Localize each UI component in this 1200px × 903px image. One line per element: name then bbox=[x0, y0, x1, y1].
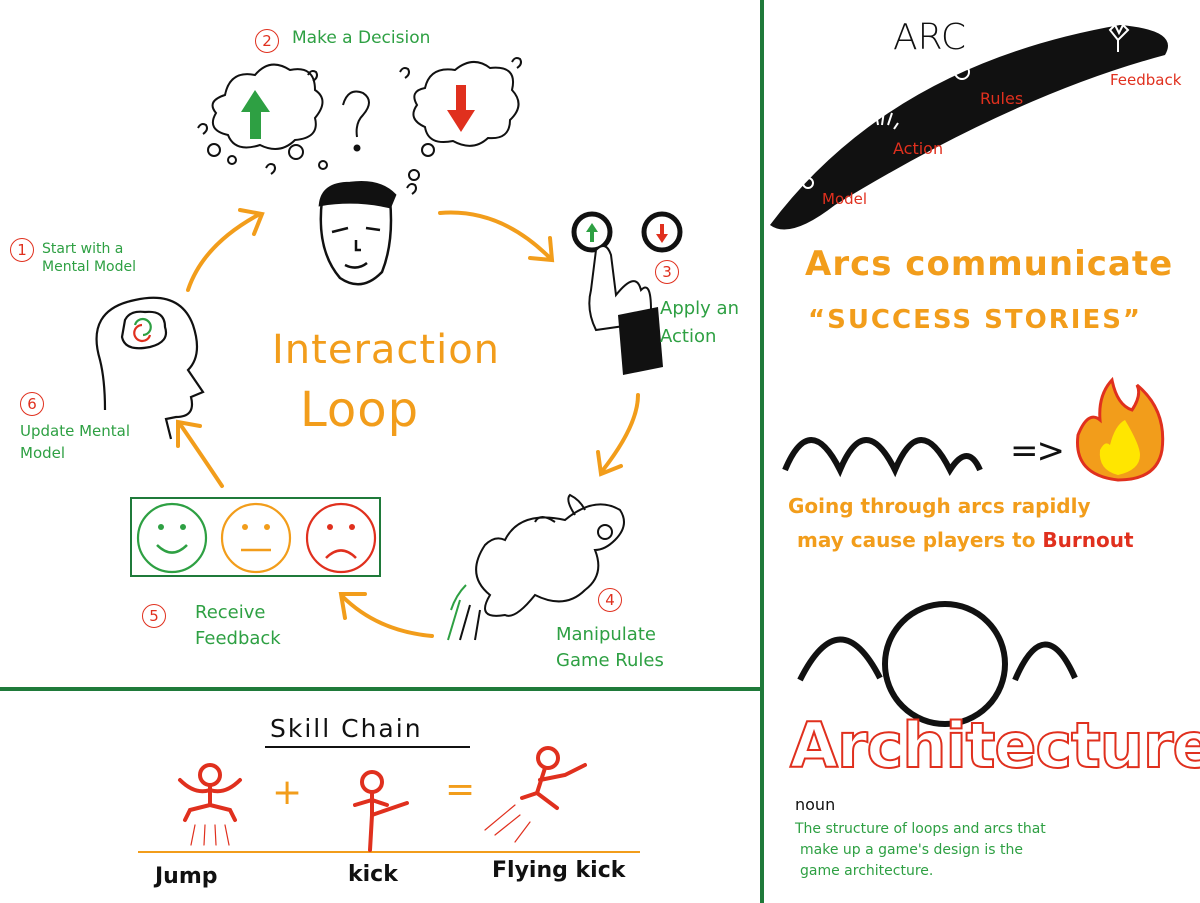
plus-sign: + bbox=[272, 772, 303, 813]
hand-icon bbox=[875, 110, 899, 130]
arc-stage-rules: Rules bbox=[980, 89, 1024, 108]
jump-figure bbox=[178, 763, 242, 846]
head-profile-icon bbox=[95, 296, 205, 440]
happy-face-icon bbox=[136, 502, 208, 574]
step-1-number: 1 bbox=[10, 238, 34, 262]
neutral-face-icon bbox=[220, 502, 292, 574]
arc-stage-feedback: Feedback bbox=[1110, 71, 1182, 89]
thought-bubble-up bbox=[207, 63, 328, 170]
step-6-label: Update Mental Model bbox=[20, 422, 131, 462]
arc-stage-model: Model bbox=[822, 190, 868, 208]
arc-message-line2: “SUCCESS STORIES” bbox=[808, 305, 1143, 335]
feedback-faces bbox=[130, 497, 381, 577]
burnout-text-prefix: may cause players to bbox=[797, 528, 1036, 552]
thinking-face bbox=[318, 181, 397, 286]
loop-arrows bbox=[176, 208, 640, 638]
sad-face-icon bbox=[305, 502, 377, 574]
arc-stage-action: Action bbox=[893, 139, 944, 158]
step-2-label: Make a Decision bbox=[292, 28, 431, 48]
step-6-number: 6 bbox=[20, 392, 44, 416]
loop-title-line1: Interaction bbox=[272, 327, 501, 373]
rapid-arcs bbox=[782, 437, 983, 478]
step-3-label: Apply an Action bbox=[660, 298, 739, 347]
burnout-text-line1: Going through arcs rapidly bbox=[788, 494, 1091, 518]
flying-kick-figure bbox=[484, 746, 587, 843]
arc-icons bbox=[802, 23, 1130, 189]
burnout-emphasis: Burnout bbox=[1042, 528, 1134, 552]
move-flying-kick: Flying kick bbox=[492, 858, 626, 883]
step-1-label: Start with a Mental Model bbox=[42, 241, 137, 275]
hand-pressing-button bbox=[571, 211, 683, 375]
move-jump: Jump bbox=[155, 864, 218, 889]
arc-shape bbox=[770, 25, 1168, 230]
architecture-definition-line1: The structure of loops and arcs that bbox=[795, 821, 1046, 837]
arc-title: ARC bbox=[893, 17, 966, 58]
kick-figure bbox=[353, 770, 409, 852]
down-arrow-icon bbox=[447, 85, 475, 132]
move-kick: kick bbox=[348, 862, 398, 887]
step-4-number: 4 bbox=[598, 588, 622, 612]
step-5-label: Receive Feedback bbox=[195, 602, 281, 649]
skill-chain-title: Skill Chain bbox=[270, 714, 423, 743]
lightbulb-icon bbox=[802, 177, 814, 189]
arc-message-line1: Arcs communicate bbox=[805, 244, 1174, 284]
architecture-arcs bbox=[797, 601, 1078, 727]
step-2-number: 2 bbox=[255, 29, 279, 53]
architecture-pos: noun bbox=[795, 795, 836, 814]
rabbit-illustration bbox=[447, 493, 625, 641]
equals-sign: = bbox=[445, 769, 476, 810]
gear-icon bbox=[954, 64, 970, 80]
thought-bubble-down bbox=[408, 61, 520, 181]
architecture-definition-line2: make up a game's design is the bbox=[800, 842, 1023, 858]
up-arrow-icon bbox=[241, 90, 270, 139]
question-marks bbox=[197, 57, 522, 195]
burnout-text-line2: may cause players to Burnout bbox=[797, 530, 1134, 550]
step-5-number: 5 bbox=[142, 604, 166, 628]
architecture-definition-line3: game architecture. bbox=[800, 863, 934, 879]
flower-icon bbox=[1108, 23, 1130, 52]
step-4-label: Manipulate Game Rules bbox=[556, 624, 664, 671]
step-3-number: 3 bbox=[655, 260, 679, 284]
architecture-word: Architecture bbox=[789, 709, 1200, 782]
burnout-arrow: => bbox=[1010, 431, 1065, 471]
fire-icon bbox=[1076, 376, 1165, 482]
loop-title-line2: Loop bbox=[300, 382, 420, 438]
